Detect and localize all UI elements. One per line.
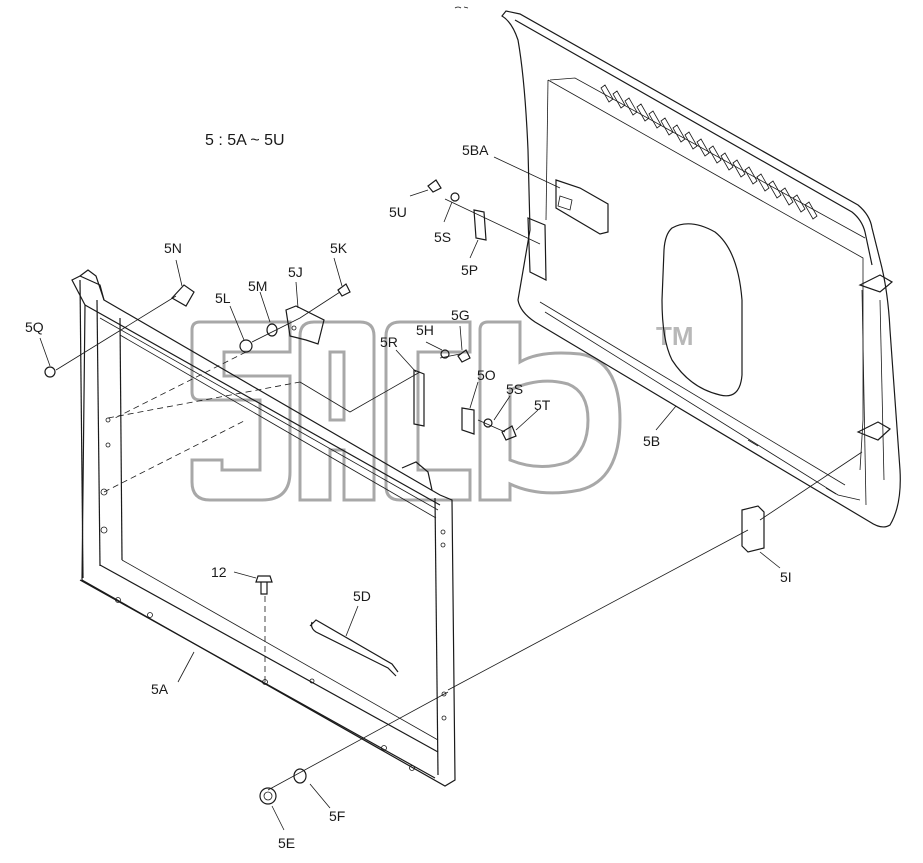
nut-5Q (44, 366, 56, 378)
label-5M: 5M (248, 278, 267, 294)
watermark-logo: TM (190, 320, 694, 502)
diagram-title: 5 : 5A ~ 5U (205, 132, 285, 149)
label-5B: 5B (643, 433, 660, 449)
screw-5G (457, 349, 471, 363)
bolt-12 (255, 575, 273, 595)
label-5U: 5U (389, 204, 407, 220)
corner-mark (454, 6, 469, 9)
label-5O: 5O (477, 367, 496, 383)
plate-5P (473, 209, 487, 241)
block-5I (741, 505, 765, 553)
label-5A: 5A (151, 681, 169, 697)
trademark-mark: TM (656, 321, 694, 351)
washer-5S-top (450, 192, 460, 202)
oval-window (661, 223, 743, 397)
screw-5U (427, 179, 442, 193)
label-5D: 5D (353, 588, 371, 604)
label-5Q: 5Q (25, 319, 44, 335)
label-12: 12 (211, 564, 227, 580)
part-labels: 5BA 5U 5S 5P 5N 5K 5M 5J 5L 5Q 5H 5G 5R … (25, 142, 792, 851)
vent-slots (600, 84, 818, 220)
label-5E: 5E (278, 835, 295, 851)
screw-5T (501, 425, 517, 441)
screw-5K (337, 283, 351, 297)
label-5P: 5P (461, 262, 478, 278)
label-5F: 5F (329, 808, 345, 824)
nut-5E (259, 787, 277, 805)
stud-5N (171, 284, 195, 307)
bracket-5O (461, 407, 475, 435)
assembly-lines (39, 156, 863, 831)
label-5N: 5N (164, 240, 182, 256)
label-5K: 5K (330, 240, 348, 256)
label-5T: 5T (534, 397, 551, 413)
label-5I: 5I (780, 569, 792, 585)
label-5G: 5G (451, 307, 470, 323)
label-5J: 5J (288, 264, 303, 280)
cover-panel-5B (501, 10, 901, 528)
washer-5H (440, 349, 450, 359)
label-5S-mid: 5S (506, 381, 523, 397)
washer-5M (266, 323, 278, 337)
cover-bracket (527, 217, 547, 281)
rod-5D (310, 621, 397, 677)
label-5S-top: 5S (434, 229, 451, 245)
washer-5L (239, 339, 253, 353)
bracket-5J (285, 305, 325, 345)
label-5L: 5L (215, 290, 231, 306)
label-5R: 5R (380, 334, 398, 350)
plate-5R (413, 369, 425, 427)
label-5H: 5H (416, 322, 434, 338)
label-5BA: 5BA (462, 142, 489, 158)
latch-block (555, 179, 609, 235)
washer-5F (293, 768, 307, 784)
